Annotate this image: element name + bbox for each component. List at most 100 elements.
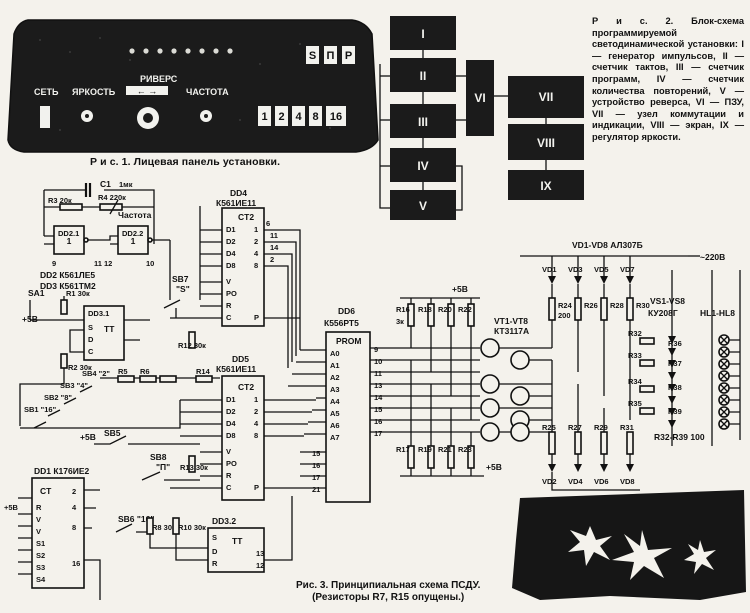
svg-text:15: 15	[312, 449, 320, 458]
svg-text:D4: D4	[226, 249, 236, 258]
r16-value: 3к	[396, 317, 404, 326]
vt-type: КТ3117А	[494, 326, 529, 336]
svg-text:D2: D2	[226, 237, 236, 246]
svg-text:C: C	[226, 483, 232, 492]
svg-text:← →: ← →	[137, 86, 158, 96]
svg-text:V: V	[226, 277, 231, 286]
r16-label: R16	[396, 305, 410, 314]
svg-text:9: 9	[374, 345, 378, 354]
r21-label: R21	[438, 445, 452, 454]
r28-label: R28	[610, 301, 624, 310]
dd4-type: К561ИЕ11	[216, 198, 256, 208]
sb8-label: SB8	[150, 452, 167, 462]
figure3-caption-title: Рис. 3. Принципиальная схема ПСДУ.	[296, 580, 481, 591]
p-button	[324, 46, 337, 64]
r22-label: R22	[458, 305, 472, 314]
vd7-label: VD7	[620, 265, 635, 274]
svg-text:S1: S1	[36, 539, 45, 548]
figure3-caption: Рис. 3. Принципиальная схема ПСДУ. (Рези…	[296, 580, 480, 604]
r8-label: R8 30к	[152, 523, 176, 532]
svg-text:C: C	[226, 313, 232, 322]
vd6-label: VD6	[594, 477, 609, 486]
dd3-label: DD3 К561ТМ2	[40, 281, 96, 291]
r25-label: R25	[542, 423, 556, 432]
sb7-label: SB7	[172, 274, 189, 284]
r-button	[342, 46, 355, 64]
svg-text:S4: S4	[36, 575, 46, 584]
oscillator: C1 1мк R3 20к R4 220к Частота 1 DD2.1 1 …	[40, 179, 170, 291]
svg-text:S2: S2	[36, 551, 45, 560]
block-ix	[508, 170, 584, 200]
reset-trigger: SA1 +5В R1 30к DD3.1 TT SD C R2 30к	[19, 288, 150, 426]
r10-label: R10 30к	[178, 523, 206, 532]
svg-text:P: P	[254, 483, 259, 492]
button-1-label: 1	[261, 111, 267, 123]
svg-text:+5В: +5В	[4, 503, 19, 512]
r24-value: 200	[558, 311, 571, 320]
figure2-caption: Р и с. 2. Блок-схема программируемой све…	[592, 16, 744, 142]
sb5-label: SB5	[104, 428, 121, 438]
block-iii	[390, 104, 456, 138]
figure3-caption-note: (Резисторы R7, R15 опущены.)	[312, 592, 465, 603]
brightness-label: ЯРКОСТЬ	[72, 87, 116, 97]
dd1-label: DD1 К176ИЕ2	[34, 466, 90, 476]
svg-text:R: R	[226, 301, 232, 310]
led-row-bottom: R25 R27 R29 R31 VD2 VD4 VD6 VD8	[542, 360, 640, 491]
figure1-caption: Р и с. 1. Лицевая панель установки.	[90, 156, 281, 168]
plus-5v-2-label: +5В	[80, 432, 96, 442]
block-i-label: I	[421, 27, 424, 41]
svg-text:A2: A2	[330, 373, 340, 382]
svg-text:15: 15	[374, 405, 382, 414]
svg-text:16: 16	[72, 559, 80, 568]
svg-text:P: P	[254, 313, 259, 322]
block-diagram: I II III IV V VI VII VIII IX	[379, 16, 584, 220]
svg-text:A1: A1	[330, 361, 340, 370]
mains-label: ~220В	[700, 252, 725, 262]
r6-label: R6	[140, 367, 150, 376]
svg-text:C: C	[88, 347, 94, 356]
block-ix-label: IX	[540, 179, 551, 193]
r23-label: R23	[458, 445, 472, 454]
dd2-label: DD2 К561ЛЕ5	[40, 270, 95, 280]
svg-text:CT2: CT2	[238, 212, 254, 222]
r20-label: R20	[438, 305, 452, 314]
r19-label: R19	[418, 445, 432, 454]
svg-text:R: R	[226, 471, 232, 480]
svg-text:A0: A0	[330, 349, 340, 358]
svg-text:D1: D1	[226, 225, 236, 234]
r3-label: R3 20к	[48, 196, 72, 205]
svg-text:16: 16	[374, 417, 382, 426]
button-8-label: 8	[312, 111, 318, 123]
r5-label: R5	[118, 367, 128, 376]
screen-effect-image	[512, 490, 746, 600]
svg-text:S: S	[212, 533, 217, 542]
dd21-label: DD2.1	[58, 229, 79, 238]
gate-resistors: R32 R33 R34 R35 R36 R37 R38 R39 R32-R39 …	[628, 329, 705, 442]
svg-text:A3: A3	[330, 385, 340, 394]
thyristors-and-lamps: VS1-VS8 КУ208Г HL1-HL8 ~220В	[648, 252, 741, 446]
block-v-label: V	[419, 199, 427, 213]
r32-r39-label: R32-R39 100	[654, 432, 705, 442]
r38-label: R38	[668, 383, 682, 392]
svg-text:D: D	[212, 547, 218, 556]
svg-text:1: 1	[131, 236, 136, 246]
svg-text:D: D	[88, 335, 94, 344]
svg-text:A5: A5	[330, 409, 340, 418]
svg-text:13: 13	[256, 549, 264, 558]
star-shape	[568, 526, 612, 566]
sa1-label: SA1	[28, 288, 45, 298]
svg-text:11: 11	[374, 369, 382, 378]
svg-text:D4: D4	[226, 419, 236, 428]
svg-text:21: 21	[312, 485, 320, 494]
svg-text:11: 11	[270, 231, 278, 240]
base-resistors-lower: R17 R19 R21 R23 +5В	[396, 360, 502, 477]
repeat-buttons: 1 2 4 8 16	[258, 106, 346, 126]
svg-text:D1: D1	[226, 395, 236, 404]
prom-label: PROM	[336, 336, 362, 346]
dd4-label: DD4	[230, 188, 247, 198]
r30-label: R30	[636, 301, 650, 310]
svg-text:16: 16	[312, 461, 320, 470]
block-viii-label: VIII	[537, 136, 555, 150]
